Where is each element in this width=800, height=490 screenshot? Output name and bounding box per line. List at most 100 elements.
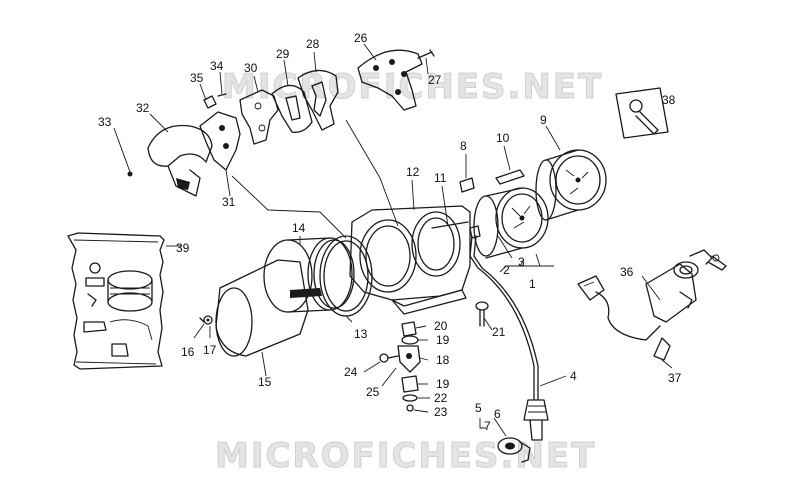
callout-8: 8 bbox=[460, 139, 467, 153]
leader-34 bbox=[219, 71, 223, 95]
cable-4 bbox=[469, 235, 549, 441]
callout-1: 1 bbox=[529, 277, 536, 291]
bezel-10 bbox=[495, 169, 525, 185]
callout-33: 33 bbox=[98, 115, 112, 129]
leader-11 bbox=[441, 185, 449, 227]
leader-29 bbox=[283, 59, 289, 87]
callout-20: 20 bbox=[434, 319, 448, 333]
leader-30 bbox=[253, 75, 259, 93]
callout-38: 38 bbox=[662, 93, 676, 107]
callout-37: 37 bbox=[668, 371, 682, 385]
callout-2: 2 bbox=[503, 263, 510, 277]
leader-16 bbox=[193, 323, 205, 339]
leader-25 bbox=[381, 367, 397, 387]
callout-3: 3 bbox=[518, 255, 525, 269]
watermark-top: MICROFICHES.NET bbox=[222, 67, 603, 107]
bracket-30 bbox=[239, 89, 279, 145]
gauge-2-3 bbox=[431, 187, 549, 259]
cup-14 bbox=[263, 237, 353, 313]
callout-29: 29 bbox=[276, 47, 290, 61]
callout-21: 21 bbox=[492, 325, 506, 339]
leader-32 bbox=[149, 113, 169, 133]
leader-20 bbox=[415, 325, 427, 329]
clip-35-34 bbox=[203, 93, 227, 109]
leader-18 bbox=[419, 357, 429, 361]
housing-12 bbox=[349, 205, 471, 315]
fitting-6-7 bbox=[497, 437, 531, 463]
gauge-9 bbox=[535, 149, 607, 221]
leader-5-7 bbox=[479, 417, 507, 437]
bracket-1 bbox=[499, 253, 554, 273]
leader-12 bbox=[411, 179, 415, 211]
leader-15 bbox=[261, 351, 267, 377]
callout-39: 39 bbox=[176, 241, 190, 255]
cover-28 bbox=[297, 69, 339, 131]
callout-36: 36 bbox=[620, 265, 634, 279]
callout-23: 23 bbox=[434, 405, 448, 419]
guide-line-1 bbox=[231, 175, 347, 239]
callout-13: 13 bbox=[354, 327, 368, 341]
leader-13 bbox=[345, 315, 353, 323]
callout-30: 30 bbox=[244, 61, 258, 75]
cover-29 bbox=[271, 84, 313, 133]
grommet-20-19 bbox=[401, 321, 419, 345]
mounting-plate-26 bbox=[357, 49, 435, 111]
callout-11: 11 bbox=[434, 171, 447, 185]
callout-25: 25 bbox=[366, 385, 380, 399]
callout-12: 12 bbox=[406, 165, 420, 179]
spacer-19-22-23 bbox=[401, 375, 419, 412]
leader-26 bbox=[363, 43, 377, 61]
ring-13 bbox=[313, 235, 373, 317]
callout-6: 6 bbox=[494, 407, 501, 421]
callout-28: 28 bbox=[306, 37, 320, 51]
callout-19a: 19 bbox=[436, 333, 450, 347]
bolt-21 bbox=[475, 301, 489, 327]
guide-line-2 bbox=[345, 119, 399, 227]
callout-4: 4 bbox=[570, 369, 577, 383]
callout-17: 17 bbox=[203, 343, 217, 357]
leader-4 bbox=[539, 375, 567, 387]
callout-26: 26 bbox=[354, 31, 368, 45]
leader-3 bbox=[497, 235, 513, 259]
callout-32: 32 bbox=[136, 101, 150, 115]
housing-15 bbox=[215, 259, 322, 357]
callout-24: 24 bbox=[344, 365, 358, 379]
leader-35 bbox=[199, 83, 207, 101]
leader-9 bbox=[545, 125, 561, 151]
callout-7: 7 bbox=[484, 419, 491, 433]
grommet-8 bbox=[459, 177, 475, 193]
callout-22: 22 bbox=[434, 391, 448, 405]
watermark-bottom: MICROFICHES.NET bbox=[215, 436, 596, 476]
bolt-24-25 bbox=[379, 353, 399, 363]
mount-bracket-32 bbox=[127, 124, 213, 197]
leader-27 bbox=[425, 57, 429, 75]
screw-16-17 bbox=[199, 315, 213, 325]
leader-37 bbox=[661, 359, 673, 369]
leader-31 bbox=[225, 169, 231, 197]
ignition-switch-36 bbox=[577, 249, 727, 361]
callout-34: 34 bbox=[210, 59, 224, 73]
leader-28 bbox=[313, 51, 317, 73]
leader-33 bbox=[113, 127, 131, 173]
leader-21 bbox=[483, 317, 493, 331]
callout-15: 15 bbox=[258, 375, 272, 389]
leader-36 bbox=[641, 275, 661, 301]
parts-bag bbox=[67, 232, 165, 370]
callout-16: 16 bbox=[181, 345, 195, 359]
callout-5: 5 bbox=[475, 401, 482, 415]
key-box-38 bbox=[615, 87, 669, 139]
callout-31: 31 bbox=[222, 195, 236, 209]
callout-35: 35 bbox=[190, 71, 204, 85]
bracket-18 bbox=[397, 345, 421, 373]
leader-10 bbox=[503, 145, 511, 171]
callout-labels: 1 2 3 4 5 6 7 8 9 10 11 12 13 14 15 16 1… bbox=[98, 31, 682, 433]
callout-9: 9 bbox=[540, 113, 547, 127]
callout-19b: 19 bbox=[436, 377, 450, 391]
callout-10: 10 bbox=[496, 131, 510, 145]
bracket-31 bbox=[199, 111, 241, 171]
callout-18: 18 bbox=[436, 353, 450, 367]
callout-14: 14 bbox=[292, 221, 306, 235]
leader-24 bbox=[363, 361, 381, 373]
